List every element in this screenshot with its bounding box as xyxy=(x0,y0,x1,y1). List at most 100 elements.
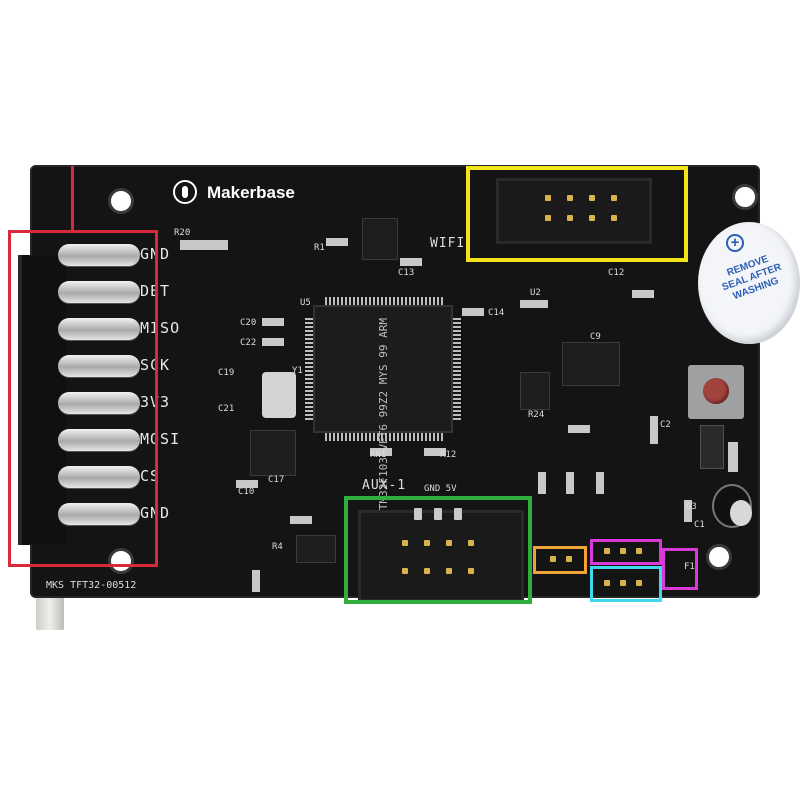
stm32-mcu-chip xyxy=(313,305,453,433)
connector-pin xyxy=(58,281,140,303)
pin-label-miso: MISO xyxy=(140,319,181,337)
silk-ref: C12 xyxy=(608,268,625,278)
mcu-pins-top xyxy=(325,297,443,305)
smd-component xyxy=(400,258,422,266)
connector-pin xyxy=(58,429,140,451)
brand-name: Makerbase xyxy=(207,183,295,202)
smd-component xyxy=(424,448,446,456)
cyan-annotation-box xyxy=(590,566,662,602)
header-pin xyxy=(567,215,573,221)
silk-ref: C21 xyxy=(218,404,235,414)
silk-ref: C22 xyxy=(240,338,257,348)
pin-label-det: DET xyxy=(140,282,171,300)
smd-component xyxy=(596,472,604,494)
mcu-pins-left xyxy=(305,318,313,422)
serial-label: MKS TFT32-00512 xyxy=(46,580,137,591)
connector-pin xyxy=(58,318,140,340)
chip-rn1 xyxy=(520,369,550,413)
chip-u2 xyxy=(562,339,620,389)
reset-button[interactable] xyxy=(703,378,729,404)
smd-component xyxy=(538,472,546,494)
header-pin xyxy=(414,508,422,520)
header-pin xyxy=(566,556,572,562)
header-pin xyxy=(446,540,452,546)
silk-ref: C10 xyxy=(238,487,255,497)
magenta-annotation-box-2 xyxy=(662,548,698,590)
connector-pin xyxy=(58,392,140,414)
silk-ref: C2 xyxy=(660,420,671,430)
smd-component xyxy=(684,500,692,522)
mcu-pins-bottom xyxy=(325,433,443,441)
smd-component xyxy=(728,442,738,472)
silk-ref: R20 xyxy=(174,228,191,238)
silk-ref: F1 xyxy=(684,562,695,572)
wifi-label: WIFI xyxy=(430,236,466,251)
red-annotation-box xyxy=(8,230,158,567)
header-pin xyxy=(550,556,556,562)
smd-component xyxy=(180,240,228,250)
mounting-hole xyxy=(108,548,134,574)
silk-ref: C20 xyxy=(240,318,257,328)
silk-ref: C1 xyxy=(694,520,705,530)
smd-component xyxy=(262,338,284,346)
header-pin xyxy=(402,568,408,574)
header-pin xyxy=(611,195,617,201)
header-pin xyxy=(424,540,430,546)
header-pin xyxy=(468,568,474,574)
silk-ref: C9 xyxy=(590,332,601,342)
connector-pin xyxy=(58,503,140,525)
chip-u6 xyxy=(250,427,296,479)
orange-annotation-box xyxy=(533,546,587,574)
pin-label-sck: SCK xyxy=(140,356,171,374)
silk-ref: R1 xyxy=(314,243,325,253)
header-pin xyxy=(468,540,474,546)
smd-component xyxy=(632,290,654,298)
silk-ref: U5 xyxy=(300,298,311,308)
smd-component xyxy=(326,238,348,246)
header-pin xyxy=(402,540,408,546)
smd-component xyxy=(290,516,312,524)
header-pin xyxy=(424,568,430,574)
red-annotation-line xyxy=(71,166,74,230)
yellow-annotation-box xyxy=(466,166,688,262)
silk-ref: R24 xyxy=(528,410,545,420)
smd-component xyxy=(650,416,658,444)
header-pin xyxy=(567,195,573,201)
buzzer xyxy=(698,222,800,344)
mounting-hole xyxy=(732,184,758,210)
smd-component xyxy=(370,448,392,456)
wifi-header xyxy=(496,178,652,244)
green-annotation-box xyxy=(344,496,532,604)
header-pin xyxy=(589,195,595,201)
crystal-y1 xyxy=(262,372,296,418)
header-pin xyxy=(611,215,617,221)
connector-pin xyxy=(58,466,140,488)
magenta-annotation-box xyxy=(590,539,662,565)
connector-pin xyxy=(58,244,140,266)
diode xyxy=(700,425,724,469)
silk-ref: U2 xyxy=(530,288,541,298)
header-pin xyxy=(454,508,462,520)
header-pin xyxy=(446,568,452,574)
header-pin xyxy=(636,548,642,554)
mounting-hole xyxy=(108,188,134,214)
silk-ref: Y1 xyxy=(292,366,303,376)
mounting-hole xyxy=(706,544,732,570)
silk-ref: C17 xyxy=(268,475,285,485)
silk-ref: C13 xyxy=(398,268,415,278)
silk-ref: D3 xyxy=(686,502,697,512)
silk-ref: C19 xyxy=(218,368,235,378)
chip-u4 xyxy=(296,532,336,566)
connector-pin xyxy=(58,355,140,377)
pin-label-cs: CS xyxy=(140,467,161,485)
smd-component xyxy=(236,480,258,488)
smd-component xyxy=(520,300,548,308)
header-pin xyxy=(636,580,642,586)
silk-ref: RN1 xyxy=(370,450,387,460)
aux-label: AUX-1 xyxy=(362,478,407,493)
header-pin xyxy=(434,508,442,520)
silk-ref: R12 xyxy=(440,450,457,460)
pin-label-3v3: 3V3 xyxy=(140,393,171,411)
smd-component xyxy=(566,472,574,494)
aux-power-label: GND 5V xyxy=(424,484,457,494)
